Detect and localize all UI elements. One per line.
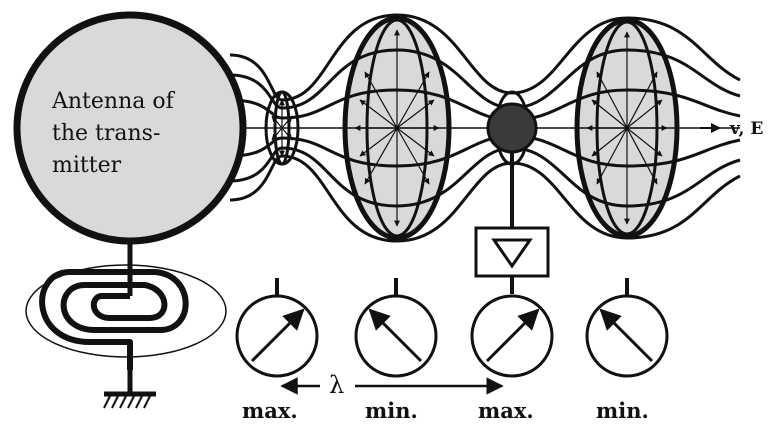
meter-needle-icon [368,308,423,363]
receiver-node [486,102,538,154]
meter-label-3: max. [478,398,534,423]
coil-icon [25,264,227,370]
meter-label-4: min. [596,398,649,423]
meter-label-1: max. [242,398,298,423]
detector-triangle-icon [491,238,533,269]
ground-icon [103,391,156,409]
meter-3 [470,294,554,378]
radial-arrows-lobe-1 [354,29,440,227]
antenna-label-line-2: the trans- [52,121,160,146]
meter-4 [585,278,669,378]
meter-needle-icon [599,308,654,363]
meter-needle-icon [485,308,540,363]
small-arrows-node-left [271,99,293,157]
propagation-label: v, E [729,119,763,139]
antenna-label-line-1: Antenna of [51,89,176,114]
radial-arrows-lobe-2 [586,31,668,225]
meter-needle-icon [250,308,305,363]
meter-label-2: min. [365,398,418,423]
meter-1 [235,278,319,378]
wavelength-label: λ [329,371,344,399]
antenna-label-line-3: mitter [52,153,122,178]
meter-2 [354,278,438,378]
